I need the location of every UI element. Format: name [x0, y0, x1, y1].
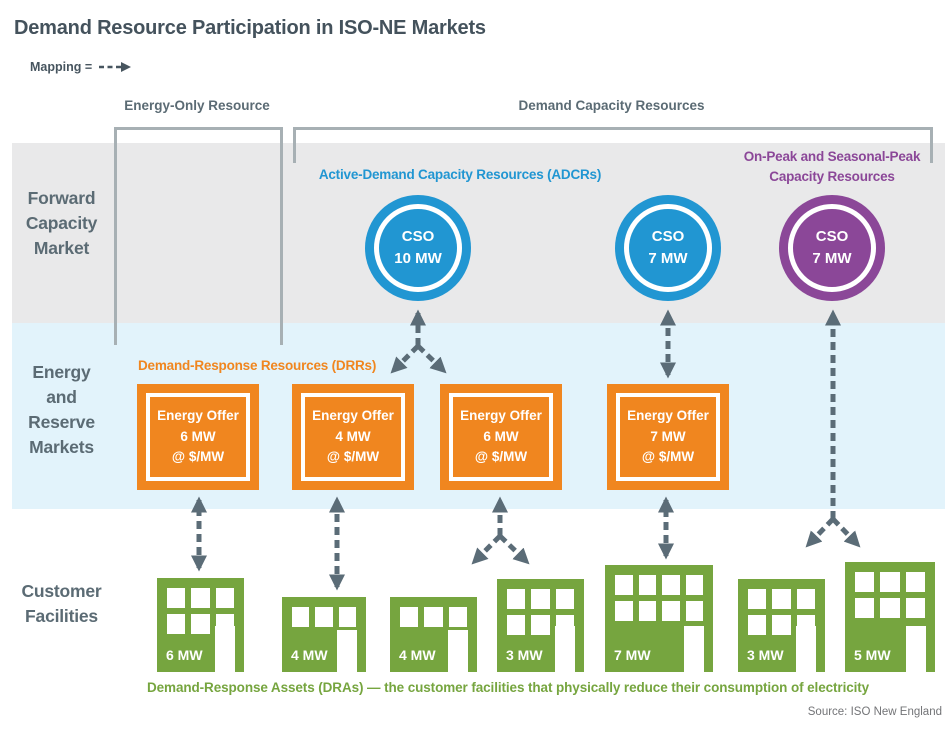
building-4mw-a: 4 MW: [282, 597, 366, 672]
mapping-legend: Mapping =: [30, 60, 132, 74]
building-window: [685, 575, 703, 595]
building-window: [662, 575, 680, 595]
building-window: [191, 614, 210, 634]
building-door: [337, 630, 357, 672]
row-label-energy-reserve-markets: Energy and Reserve Markets: [28, 362, 95, 457]
connector-offer3-to-building3: [471, 534, 502, 565]
building-label: 6 MW: [166, 647, 203, 663]
building-6mw: 6 MW: [157, 578, 244, 672]
building-window: [855, 598, 875, 618]
building-door: [448, 630, 468, 672]
building-7mw: 7 MW: [605, 565, 713, 672]
building-door: [906, 626, 926, 672]
building-window: [772, 615, 791, 635]
energy-only-bracket: [114, 127, 283, 345]
building-window: [748, 589, 767, 609]
connector-offer3-to-building4: [498, 534, 530, 565]
row-label-customer-facilities: Customer Facilities: [21, 581, 102, 626]
building-window: [880, 598, 900, 618]
building-window: [191, 588, 210, 608]
building-window: [905, 598, 925, 618]
adcr-group-label: Active-Demand Capacity Resources (ADCRs): [318, 167, 602, 182]
building-4mw-b: 4 MW: [390, 597, 477, 672]
building-window: [167, 614, 186, 634]
building-windows: [605, 565, 713, 621]
building-window: [555, 589, 574, 609]
building-label: 7 MW: [614, 647, 651, 663]
building-window: [772, 589, 791, 609]
building-door: [215, 626, 235, 672]
on-peak-group-label: On-Peak and Seasonal-Peak Capacity Resou…: [743, 149, 921, 184]
building-window: [215, 588, 234, 608]
building-window: [424, 607, 443, 627]
building-window: [400, 607, 419, 627]
building-door: [796, 626, 816, 672]
building-window: [638, 575, 656, 595]
mapping-legend-label: Mapping =: [30, 60, 93, 74]
building-window: [338, 607, 356, 627]
building-window: [615, 601, 633, 621]
building-window: [167, 588, 186, 608]
building-window: [855, 572, 875, 592]
building-window: [315, 607, 333, 627]
building-door: [555, 626, 575, 672]
building-label: 3 MW: [747, 647, 784, 663]
building-door: [684, 626, 704, 672]
building-label: 4 MW: [399, 647, 436, 663]
building-window: [507, 589, 526, 609]
row-label-forward-capacity-market: Forward Capacity Market: [25, 188, 98, 258]
building-window: [796, 589, 815, 609]
building-window: [748, 615, 767, 635]
building-windows: [738, 579, 825, 635]
building-window: [531, 589, 550, 609]
connector-cso3-to-building7: [831, 517, 861, 548]
drr-group-label: Demand-Response Resources (DRRs): [138, 358, 377, 373]
building-window: [615, 575, 633, 595]
building-window: [448, 607, 467, 627]
building-window: [638, 601, 656, 621]
building-3mw-a: 3 MW: [497, 579, 584, 672]
building-label: 3 MW: [506, 647, 543, 663]
building-window: [292, 607, 310, 627]
connector-cso3-to-building6: [805, 517, 835, 548]
building-windows: [845, 562, 935, 618]
building-windows: [282, 597, 366, 627]
dashed-arrow-icon: [99, 62, 132, 72]
dra-caption: Demand-Response Assets (DRAs) — the cust…: [147, 680, 870, 695]
page-title: Demand Resource Participation in ISO-NE …: [14, 17, 486, 39]
building-label: 5 MW: [854, 647, 891, 663]
building-window: [880, 572, 900, 592]
source-credit: Source: ISO New England: [807, 706, 942, 718]
building-window: [531, 615, 550, 635]
demand-capacity-resources-header: Demand Capacity Resources: [518, 98, 705, 113]
building-3mw-b: 3 MW: [738, 579, 825, 672]
building-5mw: 5 MW: [845, 562, 935, 672]
building-windows: [390, 597, 477, 627]
building-window: [685, 601, 703, 621]
building-window: [507, 615, 526, 635]
building-label: 4 MW: [291, 647, 328, 663]
energy-only-resource-header: Energy-Only Resource: [124, 98, 270, 113]
building-window: [905, 572, 925, 592]
demand-capacity-bracket: [293, 127, 933, 163]
building-window: [662, 601, 680, 621]
